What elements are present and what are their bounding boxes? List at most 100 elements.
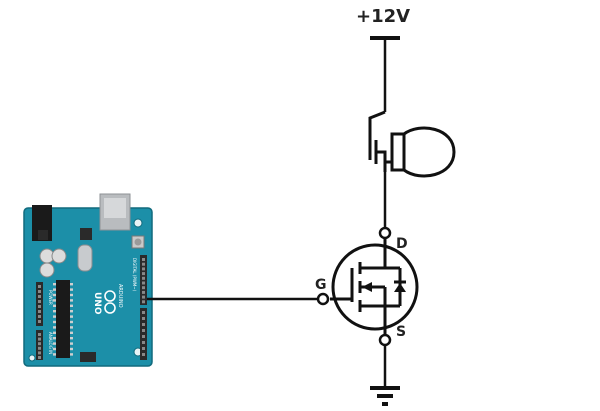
header-hole [142, 317, 145, 320]
capacitor [51, 248, 67, 264]
arduino-logo: ARDUINO UNO [92, 284, 123, 315]
header-hole [38, 315, 41, 318]
icsp-header [80, 352, 96, 362]
usb-chip [80, 228, 92, 240]
digital-header-lower [140, 308, 147, 360]
lamp-socket [390, 132, 406, 172]
circuit-wires [147, 38, 387, 388]
chip-pin [70, 326, 73, 329]
drain-terminal [378, 226, 392, 240]
mounting-hole [28, 354, 36, 362]
microcontroller-chip [56, 280, 70, 358]
header-hole [142, 329, 145, 332]
chip-pin [53, 304, 56, 307]
voltage-regulator [38, 230, 48, 240]
chip-pin [70, 320, 73, 324]
capacitor [39, 262, 55, 278]
chip-pins [70, 283, 73, 356]
header-hole [142, 272, 145, 276]
header-hole [142, 258, 145, 261]
header-hole [142, 295, 145, 299]
arduino-uno-board: ARDUINO UNO POWER ANALOG IN DIGITAL (PWM… [23, 193, 153, 367]
gate-label: G [315, 277, 327, 293]
header-hole [38, 351, 41, 355]
chip-pin [53, 347, 56, 351]
chip-pin [53, 310, 56, 313]
header-hole [142, 323, 145, 326]
chip-pin [70, 347, 73, 351]
header-hole [142, 281, 145, 285]
switch-contact [368, 110, 386, 160]
header-hole [38, 356, 41, 359]
header-hole [142, 353, 145, 356]
ground-icon [370, 386, 400, 406]
header-hole [142, 335, 145, 338]
header-hole [38, 310, 41, 313]
chip-pin [70, 353, 73, 356]
header-hole [142, 276, 145, 280]
header-hole [142, 262, 145, 266]
digital-header-label: DIGITAL (PWM~) [132, 258, 137, 292]
reset-button-cap [134, 238, 142, 246]
chip-pin [53, 288, 56, 291]
chip-pin [70, 283, 73, 286]
header-hole [142, 290, 145, 294]
power-header-label: POWER [48, 290, 53, 305]
mounting-hole [133, 218, 143, 228]
source-label: S [396, 324, 406, 340]
chip-pin [53, 283, 56, 286]
board-logo-label: UNO [92, 292, 102, 315]
chip-pin [70, 304, 73, 307]
header-hole [142, 267, 145, 271]
header-hole [38, 346, 41, 350]
chip-pin [53, 326, 56, 329]
bulb-icon [403, 126, 456, 178]
chip-pin [70, 293, 73, 297]
chip-pin [53, 342, 56, 345]
digital-header-upper [140, 255, 147, 305]
chip-pin [70, 315, 73, 318]
header-hole [38, 295, 41, 298]
header-hole [38, 320, 41, 323]
gate-terminal [316, 292, 330, 306]
channel-arrow-icon [362, 282, 372, 292]
chip-pin [70, 288, 73, 291]
header-hole [38, 290, 41, 293]
chip-pin [70, 342, 73, 345]
header-hole [142, 286, 145, 290]
header-hole [142, 300, 145, 304]
header-hole [38, 305, 41, 308]
drain-label: D [396, 236, 408, 252]
board-brand-label: ARDUINO [117, 284, 123, 308]
header-hole [142, 341, 145, 344]
chip-pin [53, 315, 56, 318]
source-terminal [378, 333, 392, 347]
chip-pin [70, 299, 73, 302]
header-hole [38, 333, 41, 336]
chip-pins [53, 283, 56, 356]
chip-pin [53, 299, 56, 302]
supply-voltage-label: +12V [356, 6, 410, 27]
header-hole [142, 311, 145, 314]
chip-pin [53, 320, 56, 324]
header-hole [38, 285, 41, 288]
header-hole [142, 347, 145, 350]
analog-header-label: ANALOG IN [48, 332, 53, 354]
mosfet-symbol [330, 238, 419, 336]
chip-pin [70, 337, 73, 340]
diode-arrow-icon [394, 283, 406, 292]
chip-pin [70, 310, 73, 313]
header-hole [38, 300, 41, 303]
chip-pin [53, 337, 56, 340]
header-holes [38, 258, 145, 359]
coil-contact [376, 150, 387, 172]
lamp-symbol [368, 110, 456, 178]
crystal [77, 244, 93, 272]
chip-pin [53, 331, 56, 334]
chip-pin [53, 353, 56, 356]
usb-connector-inner [104, 198, 126, 218]
chip-pin [70, 331, 73, 334]
header-hole [38, 342, 41, 346]
header-hole [38, 337, 41, 341]
